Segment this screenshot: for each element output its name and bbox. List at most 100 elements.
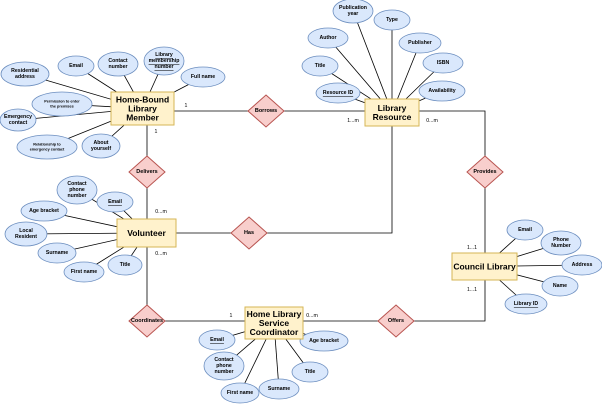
relationship-diamond: [128, 155, 166, 189]
label-line: Home-Bound: [116, 95, 169, 105]
attribute-ellipse: [56, 175, 98, 205]
label-line: Residential: [11, 68, 39, 74]
relationship-diamond: [230, 216, 268, 250]
label-line: phone: [69, 187, 85, 193]
attribute-volunteer-surname: Surname: [37, 242, 77, 264]
label-line: Council Library: [453, 262, 516, 272]
label-line: Permission to enter: [44, 100, 80, 104]
label-line: yourself: [91, 146, 111, 152]
label-line: number: [108, 64, 127, 70]
label-line: Volunteer: [127, 228, 166, 238]
attribute-ellipse: [198, 329, 236, 351]
attribute-ellipse: [96, 191, 134, 213]
label-line: Library: [128, 104, 157, 114]
attribute-coordinator-age-bracket: Age bracket: [299, 330, 349, 352]
label-line: year: [348, 11, 359, 17]
label-line: Resident: [15, 234, 37, 240]
attribute-council-address: Address: [561, 254, 602, 276]
attribute-ellipse: [373, 9, 411, 31]
label-line: Age bracket: [29, 208, 59, 214]
cardinality-coordinator-offers: 0...m: [306, 313, 318, 319]
entity-box: [451, 252, 518, 281]
attribute-ellipse: [143, 46, 185, 76]
attribute-ellipse: [20, 200, 68, 222]
label-line: address: [15, 74, 35, 80]
label-line: Resource: [373, 112, 412, 122]
attribute-council-email: Email: [506, 219, 544, 241]
relationship-label: Coordinates: [131, 318, 163, 324]
attribute-ellipse: [81, 133, 121, 159]
attribute-coordinator-email: Email: [198, 329, 236, 351]
attribute-ellipse: [291, 361, 329, 383]
attribute-ellipse: [203, 351, 245, 381]
attribute-ellipse: [258, 378, 300, 400]
entity-box: [364, 98, 420, 127]
label-line: Full name: [191, 74, 215, 80]
cardinality-volunteer-coordinates: 0...m: [155, 251, 167, 257]
attribute-ellipse: [37, 242, 77, 264]
attribute-ellipse: [299, 330, 349, 352]
label-line: Library: [155, 52, 173, 58]
attribute-ellipse: [16, 134, 78, 160]
label-line: Title: [315, 63, 326, 69]
label-line: Surname: [268, 386, 290, 392]
attribute-volunteer-title: Title: [107, 254, 143, 276]
attribute-coordinator-first-name: First name: [220, 382, 260, 404]
label-line: Library ID: [514, 301, 538, 307]
label-line: Title: [305, 369, 316, 375]
attribute-resource-author: Author: [307, 27, 349, 49]
label-line: phone: [216, 363, 232, 369]
label-line: Publisher: [408, 40, 432, 46]
attribute-resource-resource-id: Resource ID: [315, 82, 361, 104]
label-line: Type: [386, 17, 398, 23]
attribute-ellipse: [31, 91, 93, 117]
label-line: Coordinator: [250, 327, 299, 337]
cardinality-coordinator-coordinates: 1: [230, 313, 233, 319]
label-line: Number: [551, 243, 571, 249]
attribute-ellipse: [315, 82, 361, 104]
entity-box: [116, 218, 177, 248]
label-line: Resource ID: [323, 90, 354, 96]
label-line: About: [94, 140, 109, 146]
label-line: Publication: [339, 5, 367, 11]
attribute-ellipse: [504, 293, 548, 315]
cardinality-member-borrows: 1: [185, 103, 188, 109]
cardinality-council-provides: 1...1: [467, 245, 477, 251]
attribute-ellipse: [63, 261, 105, 283]
label-line: Contact: [67, 181, 87, 187]
label-line: Availability: [428, 88, 455, 94]
label-line: Email: [518, 227, 532, 233]
attribute-ellipse: [561, 254, 602, 276]
relationship-link: [419, 110, 486, 156]
attribute-ellipse: [398, 32, 442, 54]
attribute-connector: [352, 10, 393, 113]
entity-council: Council Library: [451, 252, 518, 281]
attribute-ellipse: [301, 55, 339, 77]
attribute-ellipse: [541, 275, 579, 297]
label-line: Emergency: [4, 114, 32, 120]
attribute-council-library-id: Library ID: [504, 293, 548, 315]
relationship-link: [267, 126, 393, 234]
cardinality-resource-borrows: 1...m: [347, 118, 359, 124]
label-line: number: [154, 64, 173, 70]
label-line: Service: [259, 318, 290, 328]
relationship-label: Provides: [473, 169, 496, 175]
attribute-ellipse: [307, 27, 349, 49]
relationship-delivers: Delivers: [128, 155, 166, 189]
attribute-volunteer-first-name: First name: [63, 261, 105, 283]
label-line: First name: [71, 269, 97, 275]
attribute-ellipse: [4, 221, 48, 247]
relationship-label: Borrows: [255, 108, 277, 114]
attribute-resource-type: Type: [373, 9, 411, 31]
attribute-member-full-name: Full name: [180, 66, 226, 88]
attribute-ellipse: [180, 66, 226, 88]
label-line: First name: [227, 390, 253, 396]
